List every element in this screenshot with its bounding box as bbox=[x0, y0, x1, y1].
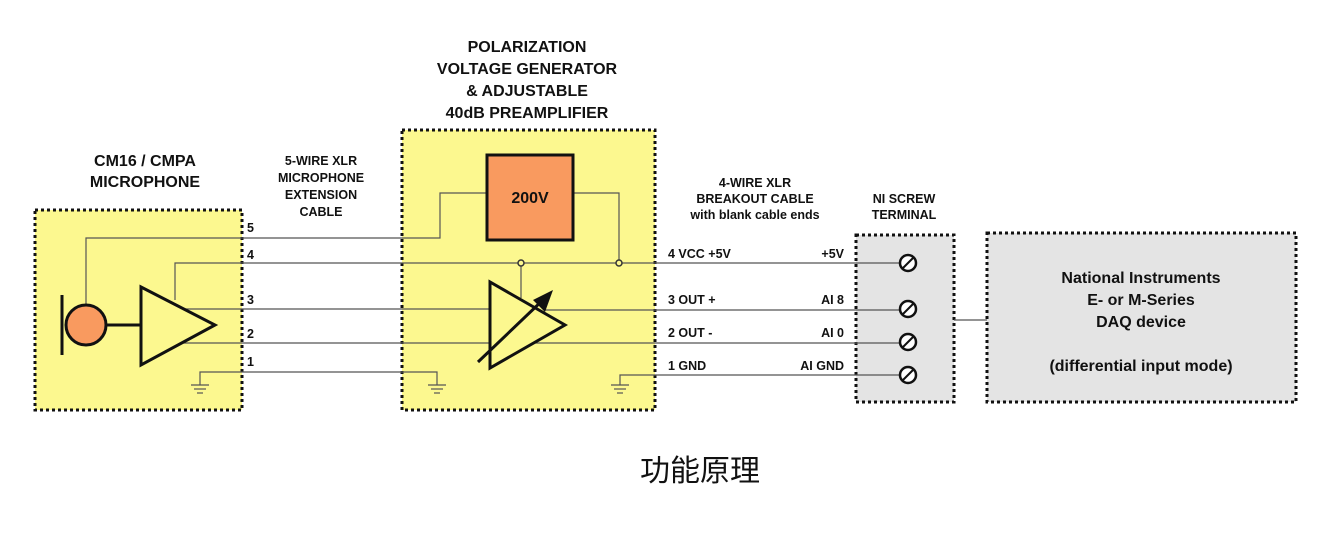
screw-terminal-title: NI SCREW TERMINAL bbox=[872, 192, 937, 222]
preamp-title: POLARIZATION VOLTAGE GENERATOR & ADJUSTA… bbox=[437, 39, 618, 122]
svg-text:National Instruments: National Instruments bbox=[1061, 270, 1220, 287]
screw-icon bbox=[898, 299, 918, 319]
adjustable-amplifier-icon bbox=[476, 279, 569, 371]
svg-text:1: 1 bbox=[247, 355, 254, 369]
svg-text:4-WIRE XLR: 4-WIRE XLR bbox=[719, 176, 791, 190]
svg-text:NI SCREW: NI SCREW bbox=[873, 192, 936, 206]
screw-terminals bbox=[898, 253, 918, 385]
svg-text:2 OUT -: 2 OUT - bbox=[668, 326, 712, 340]
breakout-wire-labels: 4 VCC +5V +5V 3 OUT + AI 8 2 OUT - AI 0 … bbox=[668, 247, 845, 373]
screw-icon bbox=[898, 365, 918, 385]
svg-text:1 GND: 1 GND bbox=[668, 359, 706, 373]
svg-text:MICROPHONE: MICROPHONE bbox=[90, 174, 201, 191]
svg-text:3 OUT +: 3 OUT + bbox=[668, 293, 716, 307]
svg-text:DAQ device: DAQ device bbox=[1096, 314, 1186, 331]
microphone-icon bbox=[60, 295, 141, 355]
svg-text:BREAKOUT CABLE: BREAKOUT CABLE bbox=[696, 192, 813, 206]
svg-text:with blank cable ends: with blank cable ends bbox=[689, 208, 819, 222]
svg-text:4: 4 bbox=[247, 248, 254, 262]
svg-text:(differential input mode): (differential input mode) bbox=[1049, 358, 1232, 375]
svg-text:TERMINAL: TERMINAL bbox=[872, 208, 937, 222]
breakout-cable-title: 4-WIRE XLR BREAKOUT CABLE with blank cab… bbox=[689, 176, 819, 222]
svg-text:40dB PREAMPLIFIER: 40dB PREAMPLIFIER bbox=[446, 105, 609, 122]
svg-text:E- or M-Series: E- or M-Series bbox=[1087, 292, 1195, 309]
daq-device-label: National Instruments E- or M-Series DAQ … bbox=[1049, 270, 1232, 375]
screw-icon bbox=[898, 253, 918, 273]
svg-text:+5V: +5V bbox=[821, 247, 844, 261]
svg-text:CM16 / CMPA: CM16 / CMPA bbox=[94, 153, 196, 170]
svg-text:AI GND: AI GND bbox=[800, 359, 844, 373]
screw-icon bbox=[898, 332, 918, 352]
figure-caption: 功能原理 bbox=[640, 454, 760, 489]
svg-text:AI 8: AI 8 bbox=[821, 293, 844, 307]
svg-text:& ADJUSTABLE: & ADJUSTABLE bbox=[466, 83, 588, 100]
svg-text:AI 0: AI 0 bbox=[821, 326, 844, 340]
amplifier-icon bbox=[139, 284, 219, 368]
svg-text:POLARIZATION: POLARIZATION bbox=[468, 39, 587, 56]
wires bbox=[85, 192, 987, 394]
svg-text:5: 5 bbox=[247, 221, 254, 235]
svg-text:EXTENSION: EXTENSION bbox=[285, 188, 357, 202]
svg-text:VOLTAGE GENERATOR: VOLTAGE GENERATOR bbox=[437, 61, 618, 78]
svg-text:3: 3 bbox=[247, 293, 254, 307]
svg-text:4 VCC +5V: 4 VCC +5V bbox=[668, 247, 732, 261]
pin-numbers: 5 4 3 2 1 bbox=[247, 221, 254, 369]
extension-cable-title: 5-WIRE XLR MICROPHONE EXTENSION CABLE bbox=[278, 154, 364, 219]
svg-text:MICROPHONE: MICROPHONE bbox=[278, 171, 364, 185]
voltage-label: 200V bbox=[511, 190, 549, 207]
daq-device-box bbox=[985, 231, 1298, 404]
svg-text:2: 2 bbox=[247, 327, 254, 341]
voltage-generator-block bbox=[485, 153, 575, 242]
svg-text:CABLE: CABLE bbox=[299, 205, 342, 219]
microphone-box bbox=[33, 208, 244, 412]
svg-text:5-WIRE XLR: 5-WIRE XLR bbox=[285, 154, 357, 168]
microphone-title: CM16 / CMPA MICROPHONE bbox=[90, 153, 201, 191]
